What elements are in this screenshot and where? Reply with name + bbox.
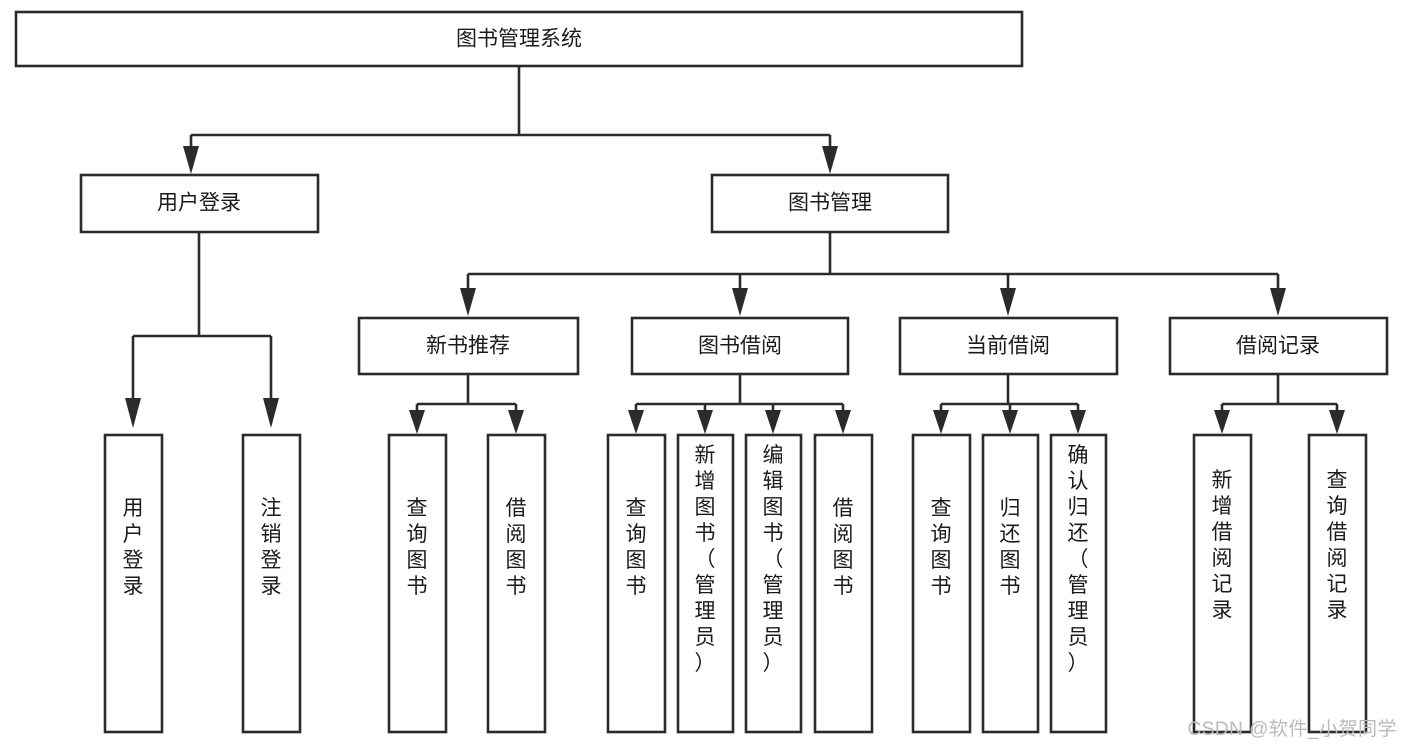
arrow-to-leaf-query-book-1 [409, 410, 425, 434]
node-leaf-user-login-box[interactable] [103, 433, 164, 734]
node-leaf-query-book-2-box[interactable] [606, 433, 667, 734]
node-book-management-box[interactable] [710, 173, 950, 234]
node-root-box[interactable] [14, 10, 1024, 68]
connector-layer [125, 66, 1345, 434]
arrow-to-leaf-confirm-return [1070, 410, 1086, 434]
arrow-to-borrow-record [1270, 288, 1286, 316]
node-leaf-add-record-box[interactable] [1192, 433, 1253, 734]
arrow-root-to-user-login [183, 146, 199, 174]
node-leaf-add-record[interactable]: 新增借阅记录 [1192, 433, 1253, 734]
node-book-management-label: 图书管理 [788, 192, 872, 215]
arrow-to-current-borrow [1000, 288, 1016, 316]
csdn-watermark: CSDN @软件_小贺同学 [1187, 719, 1397, 740]
node-leaf-query-book-2-label: 查询图书 [626, 497, 647, 598]
arrow-to-leaf-query-record [1329, 410, 1345, 434]
arrow-to-leaf-user-login [125, 398, 141, 428]
node-leaf-return-book[interactable]: 归还图书 [981, 433, 1040, 734]
node-borrow-record-box[interactable] [1168, 316, 1389, 376]
node-user-login-box[interactable] [79, 173, 320, 234]
node-leaf-query-book-3-box[interactable] [911, 433, 972, 734]
node-user-login-label: 用户登录 [157, 192, 241, 215]
node-leaf-add-record-label: 新增借阅记录 [1212, 469, 1233, 622]
node-borrow-record-label: 借阅记录 [1236, 335, 1320, 358]
arrow-to-leaf-logout [263, 398, 279, 428]
node-leaf-query-book-3[interactable]: 查询图书 [911, 433, 972, 734]
arrow-to-leaf-borrow-book-2 [835, 410, 851, 434]
node-current-borrow-box[interactable] [898, 316, 1119, 376]
node-leaf-borrow-book-1-label: 借阅图书 [506, 497, 527, 598]
arrow-to-leaf-query-book-2 [628, 410, 644, 434]
node-leaf-edit-book-box[interactable] [744, 433, 803, 734]
node-leaf-confirm-return[interactable]: 确认归还（管理员） [1049, 433, 1108, 734]
node-leaf-query-record[interactable]: 查询借阅记录 [1307, 433, 1368, 734]
node-leaf-query-book-2[interactable]: 查询图书 [606, 433, 667, 734]
node-book-management[interactable]: 图书管理 [710, 173, 950, 234]
node-leaf-confirm-return-label: 确认归还（管理员） [1068, 444, 1089, 675]
node-leaf-edit-book-label: 编辑图书（管理员） [763, 444, 784, 675]
arrow-to-leaf-edit-book [765, 410, 781, 434]
node-leaf-return-book-box[interactable] [981, 433, 1040, 734]
node-new-book-recommend-label: 新书推荐 [426, 335, 510, 358]
node-leaf-user-login-label: 用户登录 [123, 497, 144, 598]
node-leaf-edit-book[interactable]: 编辑图书（管理员） [744, 433, 803, 734]
node-leaf-add-book-box[interactable] [676, 433, 735, 734]
node-leaf-user-login[interactable]: 用户登录 [103, 433, 164, 734]
arrow-to-new-book-recommend [460, 288, 476, 316]
node-leaf-query-record-label: 查询借阅记录 [1327, 469, 1348, 622]
arrow-to-book-borrow [732, 288, 748, 316]
node-leaf-logout-label: 注销登录 [261, 497, 282, 598]
node-leaf-borrow-book-2-label: 借阅图书 [833, 497, 854, 598]
node-leaf-borrow-book-1-box[interactable] [486, 433, 547, 734]
node-leaf-borrow-book-2[interactable]: 借阅图书 [813, 433, 874, 734]
arrow-to-leaf-borrow-book-1 [508, 410, 524, 434]
node-leaf-confirm-return-box[interactable] [1049, 433, 1108, 734]
node-leaf-query-book-1-box[interactable] [387, 433, 448, 734]
node-leaf-query-record-box[interactable] [1307, 433, 1368, 734]
node-current-borrow[interactable]: 当前借阅 [898, 316, 1119, 376]
arrow-to-leaf-add-book [697, 410, 713, 434]
node-book-borrow[interactable]: 图书借阅 [630, 316, 850, 376]
arrow-to-leaf-query-book-3 [933, 410, 949, 434]
node-leaf-return-book-label: 归还图书 [1000, 497, 1021, 598]
node-leaf-borrow-book-2-box[interactable] [813, 433, 874, 734]
node-root-label: 图书管理系统 [456, 28, 582, 51]
node-leaf-logout[interactable]: 注销登录 [241, 433, 302, 734]
node-root[interactable]: 图书管理系统 [14, 10, 1024, 68]
node-current-borrow-label: 当前借阅 [966, 335, 1050, 358]
node-leaf-logout-box[interactable] [241, 433, 302, 734]
node-leaf-query-book-1-label: 查询图书 [407, 497, 428, 598]
arrow-to-leaf-add-record [1214, 410, 1230, 434]
node-new-book-recommend-box[interactable] [357, 316, 580, 376]
node-new-book-recommend[interactable]: 新书推荐 [357, 316, 580, 376]
node-leaf-add-book[interactable]: 新增图书（管理员） [676, 433, 735, 734]
node-user-login[interactable]: 用户登录 [79, 173, 320, 234]
node-leaf-add-book-label: 新增图书（管理员） [695, 444, 716, 675]
node-leaf-query-book-3-label: 查询图书 [931, 497, 952, 598]
node-book-borrow-label: 图书借阅 [698, 335, 782, 358]
arrow-root-to-book-management [822, 146, 838, 174]
node-leaf-borrow-book-1[interactable]: 借阅图书 [486, 433, 547, 734]
node-leaf-query-book-1[interactable]: 查询图书 [387, 433, 448, 734]
node-borrow-record[interactable]: 借阅记录 [1168, 316, 1389, 376]
arrow-to-leaf-return-book [1002, 410, 1018, 434]
node-book-borrow-box[interactable] [630, 316, 850, 376]
